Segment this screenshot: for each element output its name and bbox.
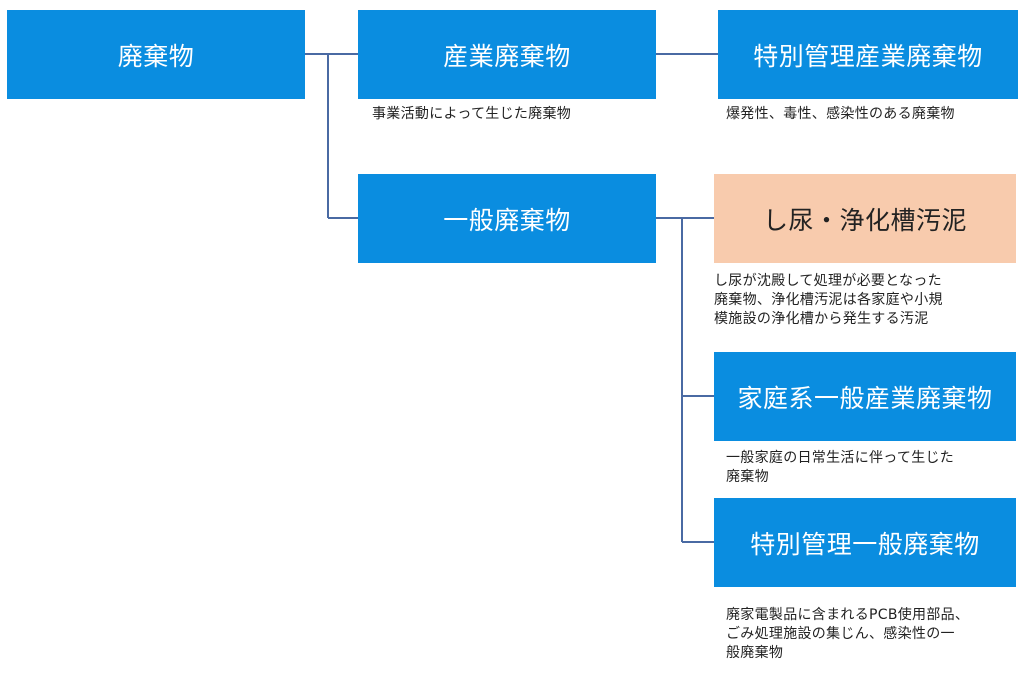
desc-line: 模施設の浄化槽から発生する汚泥 <box>714 311 929 327</box>
desc-line: 廃棄物、浄化槽汚泥は各家庭や小規 <box>714 292 943 308</box>
desc-line: 爆発性、毒性、感染性のある廃棄物 <box>726 106 955 122</box>
desc-line: 一般家庭の日常生活に伴って生じた <box>726 450 955 466</box>
desc-line: し尿が沈殿して処理が必要となった <box>714 273 942 289</box>
desc-line: 般廃棄物 <box>726 645 784 661</box>
desc-industrial-waste: 事業活動によって生じた廃棄物 <box>372 105 571 124</box>
node-special-general-waste: 特別管理一般廃棄物 <box>714 498 1016 587</box>
desc-line: 廃家電製品に含まれるPCB使用部品、 <box>726 607 970 623</box>
desc-human-waste: し尿が沈殿して処理が必要となった 廃棄物、浄化槽汚泥は各家庭や小規 模施設の浄化… <box>714 272 943 329</box>
node-special-industrial-waste: 特別管理産業廃棄物 <box>718 10 1018 99</box>
node-general-waste: 一般廃棄物 <box>358 174 656 263</box>
node-industrial-waste: 産業廃棄物 <box>358 10 656 99</box>
node-waste: 廃棄物 <box>7 10 305 99</box>
desc-line: 事業活動によって生じた廃棄物 <box>372 106 572 122</box>
desc-special-general-waste: 廃家電製品に含まれるPCB使用部品、 ごみ処理施設の集じん、感染性の一 般廃棄物 <box>726 606 969 663</box>
desc-household-waste: 一般家庭の日常生活に伴って生じた 廃棄物 <box>726 449 954 487</box>
desc-special-industrial-waste: 爆発性、毒性、感染性のある廃棄物 <box>726 105 955 124</box>
desc-line: 廃棄物 <box>726 469 769 485</box>
node-household-waste: 家庭系一般産業廃棄物 <box>714 352 1016 441</box>
desc-line: ごみ処理施設の集じん、感染性の一 <box>726 626 955 642</box>
node-human-waste: し尿・浄化槽汚泥 <box>714 174 1016 263</box>
